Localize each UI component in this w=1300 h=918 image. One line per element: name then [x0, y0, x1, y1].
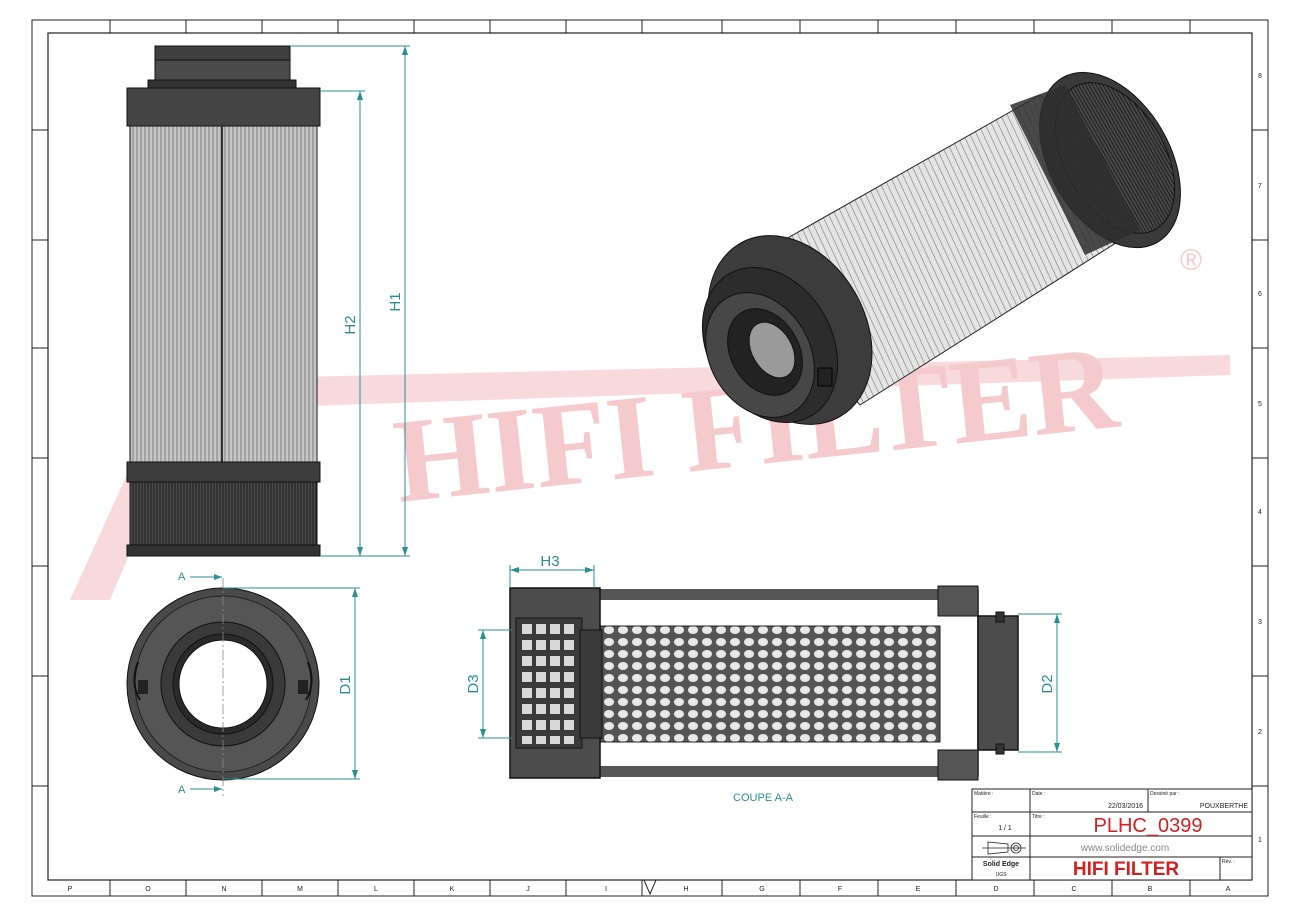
center-mark-icon — [643, 879, 657, 896]
dimension-label-d3: D3 — [465, 674, 482, 693]
border-letter: J — [526, 886, 530, 893]
website-text: www.solidedge.com — [1080, 843, 1169, 854]
dimension-h2: H2 — [320, 90, 365, 556]
border-number: 3 — [1258, 619, 1262, 626]
dimension-label-d2: D2 — [1039, 674, 1056, 693]
border-letter: B — [1148, 886, 1153, 893]
feuille-label: Feuille : — [974, 814, 992, 820]
border-letter: H — [683, 886, 688, 893]
dimension-d1: D1 — [223, 587, 360, 780]
border-letter: M — [297, 886, 303, 893]
border-number: 5 — [1258, 401, 1262, 408]
dimension-h3: H3 — [509, 553, 595, 588]
projection-symbol-icon — [982, 841, 1026, 855]
isometric-view — [701, 71, 1181, 425]
right-border-numbers: 8 7 6 5 4 3 2 1 — [1258, 73, 1262, 844]
section-letter-top: A — [178, 571, 186, 583]
registered-mark-icon: ® — [1180, 244, 1202, 277]
section-caption: COUPE A-A — [733, 792, 794, 804]
dimension-label-h2: H2 — [342, 315, 359, 334]
section-mark-bottom: A — [178, 784, 222, 796]
software-sub: UGS — [996, 872, 1008, 878]
software-name: Solid Edge — [983, 861, 1019, 868]
border-letter: I — [605, 886, 607, 893]
section-letter-bottom: A — [178, 784, 186, 796]
matiere-label: Matière : — [974, 791, 993, 797]
date-value: 22/03/2016 — [1108, 803, 1143, 810]
dimension-h1: H1 — [290, 45, 410, 557]
border-letter: C — [1071, 886, 1076, 893]
company-name: HIFI FILTER — [1073, 859, 1180, 880]
dessine-value: POUXBERTHE — [1200, 803, 1248, 810]
part-number: PLHC_0399 — [1094, 815, 1203, 837]
dimension-label-d1: D1 — [337, 675, 354, 694]
border-letter: D — [993, 886, 998, 893]
border-letter: A — [1226, 886, 1231, 893]
border-letter: F — [838, 886, 842, 893]
titre-label: Titre : — [1032, 814, 1045, 820]
border-letter: E — [916, 886, 921, 893]
border-letter: K — [450, 886, 455, 893]
border-number: 7 — [1258, 183, 1262, 190]
border-number: 8 — [1258, 73, 1262, 80]
dimension-label-h1: H1 — [387, 292, 404, 311]
dimension-d3: D3 — [465, 629, 512, 739]
bottom-border-ticks — [109, 880, 1191, 896]
end-view — [126, 578, 320, 796]
border-number: 4 — [1258, 509, 1262, 516]
section-mark-top: A — [178, 571, 222, 583]
top-border-ticks — [109, 20, 1191, 33]
date-label: Date : — [1032, 791, 1045, 797]
feuille-value: 1 / 1 — [998, 825, 1012, 832]
side-border-ticks — [32, 129, 1268, 787]
dimension-d2: D2 — [1018, 613, 1062, 753]
border-number: 2 — [1258, 729, 1262, 736]
bottom-border-letters: P O N M L K J I H G F E D C B A — [68, 886, 1231, 893]
front-elevation-view — [126, 45, 321, 557]
border-number: 6 — [1258, 291, 1262, 298]
rev-label: Rév. : — [1222, 859, 1235, 865]
border-letter: G — [759, 886, 764, 893]
border-number: 1 — [1258, 837, 1262, 844]
border-letter: P — [68, 886, 73, 893]
border-letter: L — [374, 886, 378, 893]
section-view — [509, 585, 1019, 781]
dimension-label-h3: H3 — [540, 553, 559, 570]
dessine-label: Dessiné par : — [1150, 791, 1179, 797]
border-letter: O — [145, 886, 151, 893]
title-block: Matière : Date : 22/03/2016 Dessiné par … — [971, 788, 1253, 881]
border-letter: N — [221, 886, 226, 893]
